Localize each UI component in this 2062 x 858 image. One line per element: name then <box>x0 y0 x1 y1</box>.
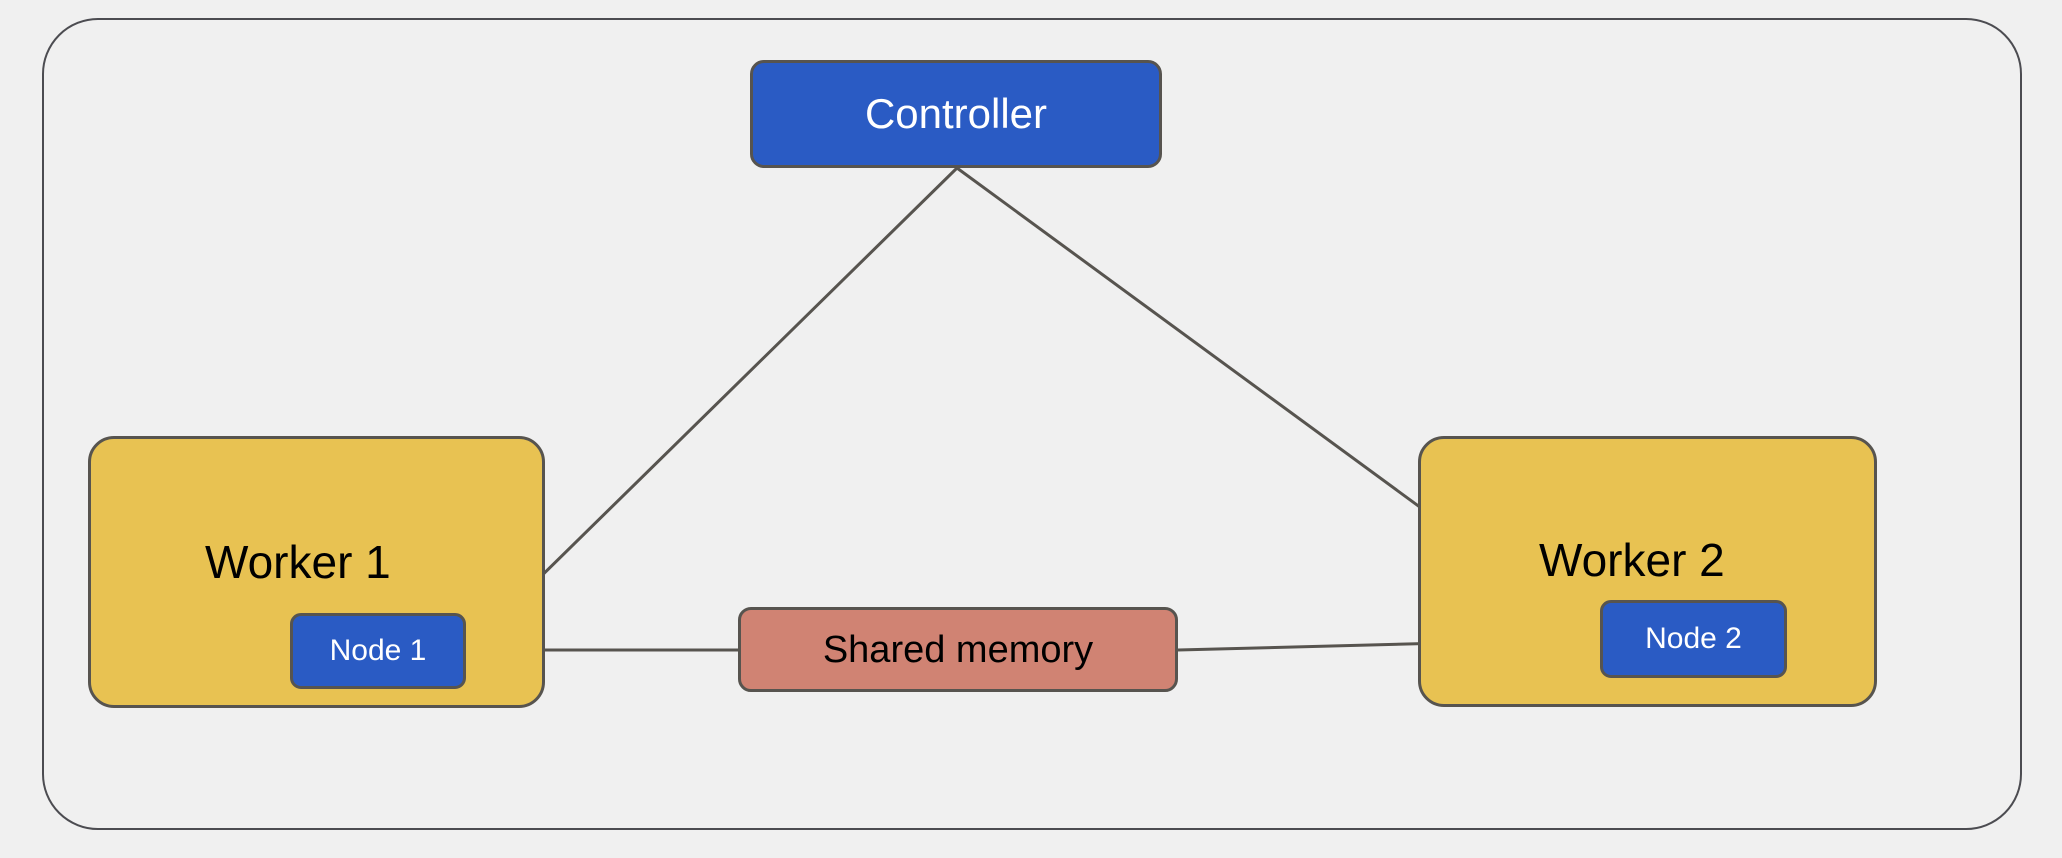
node-shared-memory-label: Shared memory <box>822 628 1094 671</box>
node-node-2[interactable]: Node 2 <box>1600 600 1787 678</box>
node-node-2-label: Node 2 <box>1645 622 1742 655</box>
node-node-1[interactable]: Node 1 <box>290 613 466 689</box>
node-controller-label: Controller <box>864 90 1048 137</box>
node-controller[interactable]: Controller <box>750 60 1162 168</box>
cluster-boundary <box>42 18 2022 830</box>
group-worker-1[interactable]: Worker 1 <box>88 436 545 708</box>
node-shared-memory[interactable]: Shared memory <box>738 607 1178 692</box>
group-worker-2-label: Worker 2 <box>1539 534 1725 586</box>
node-node-1-label: Node 1 <box>329 634 427 667</box>
group-worker-1-label: Worker 1 <box>205 536 391 588</box>
